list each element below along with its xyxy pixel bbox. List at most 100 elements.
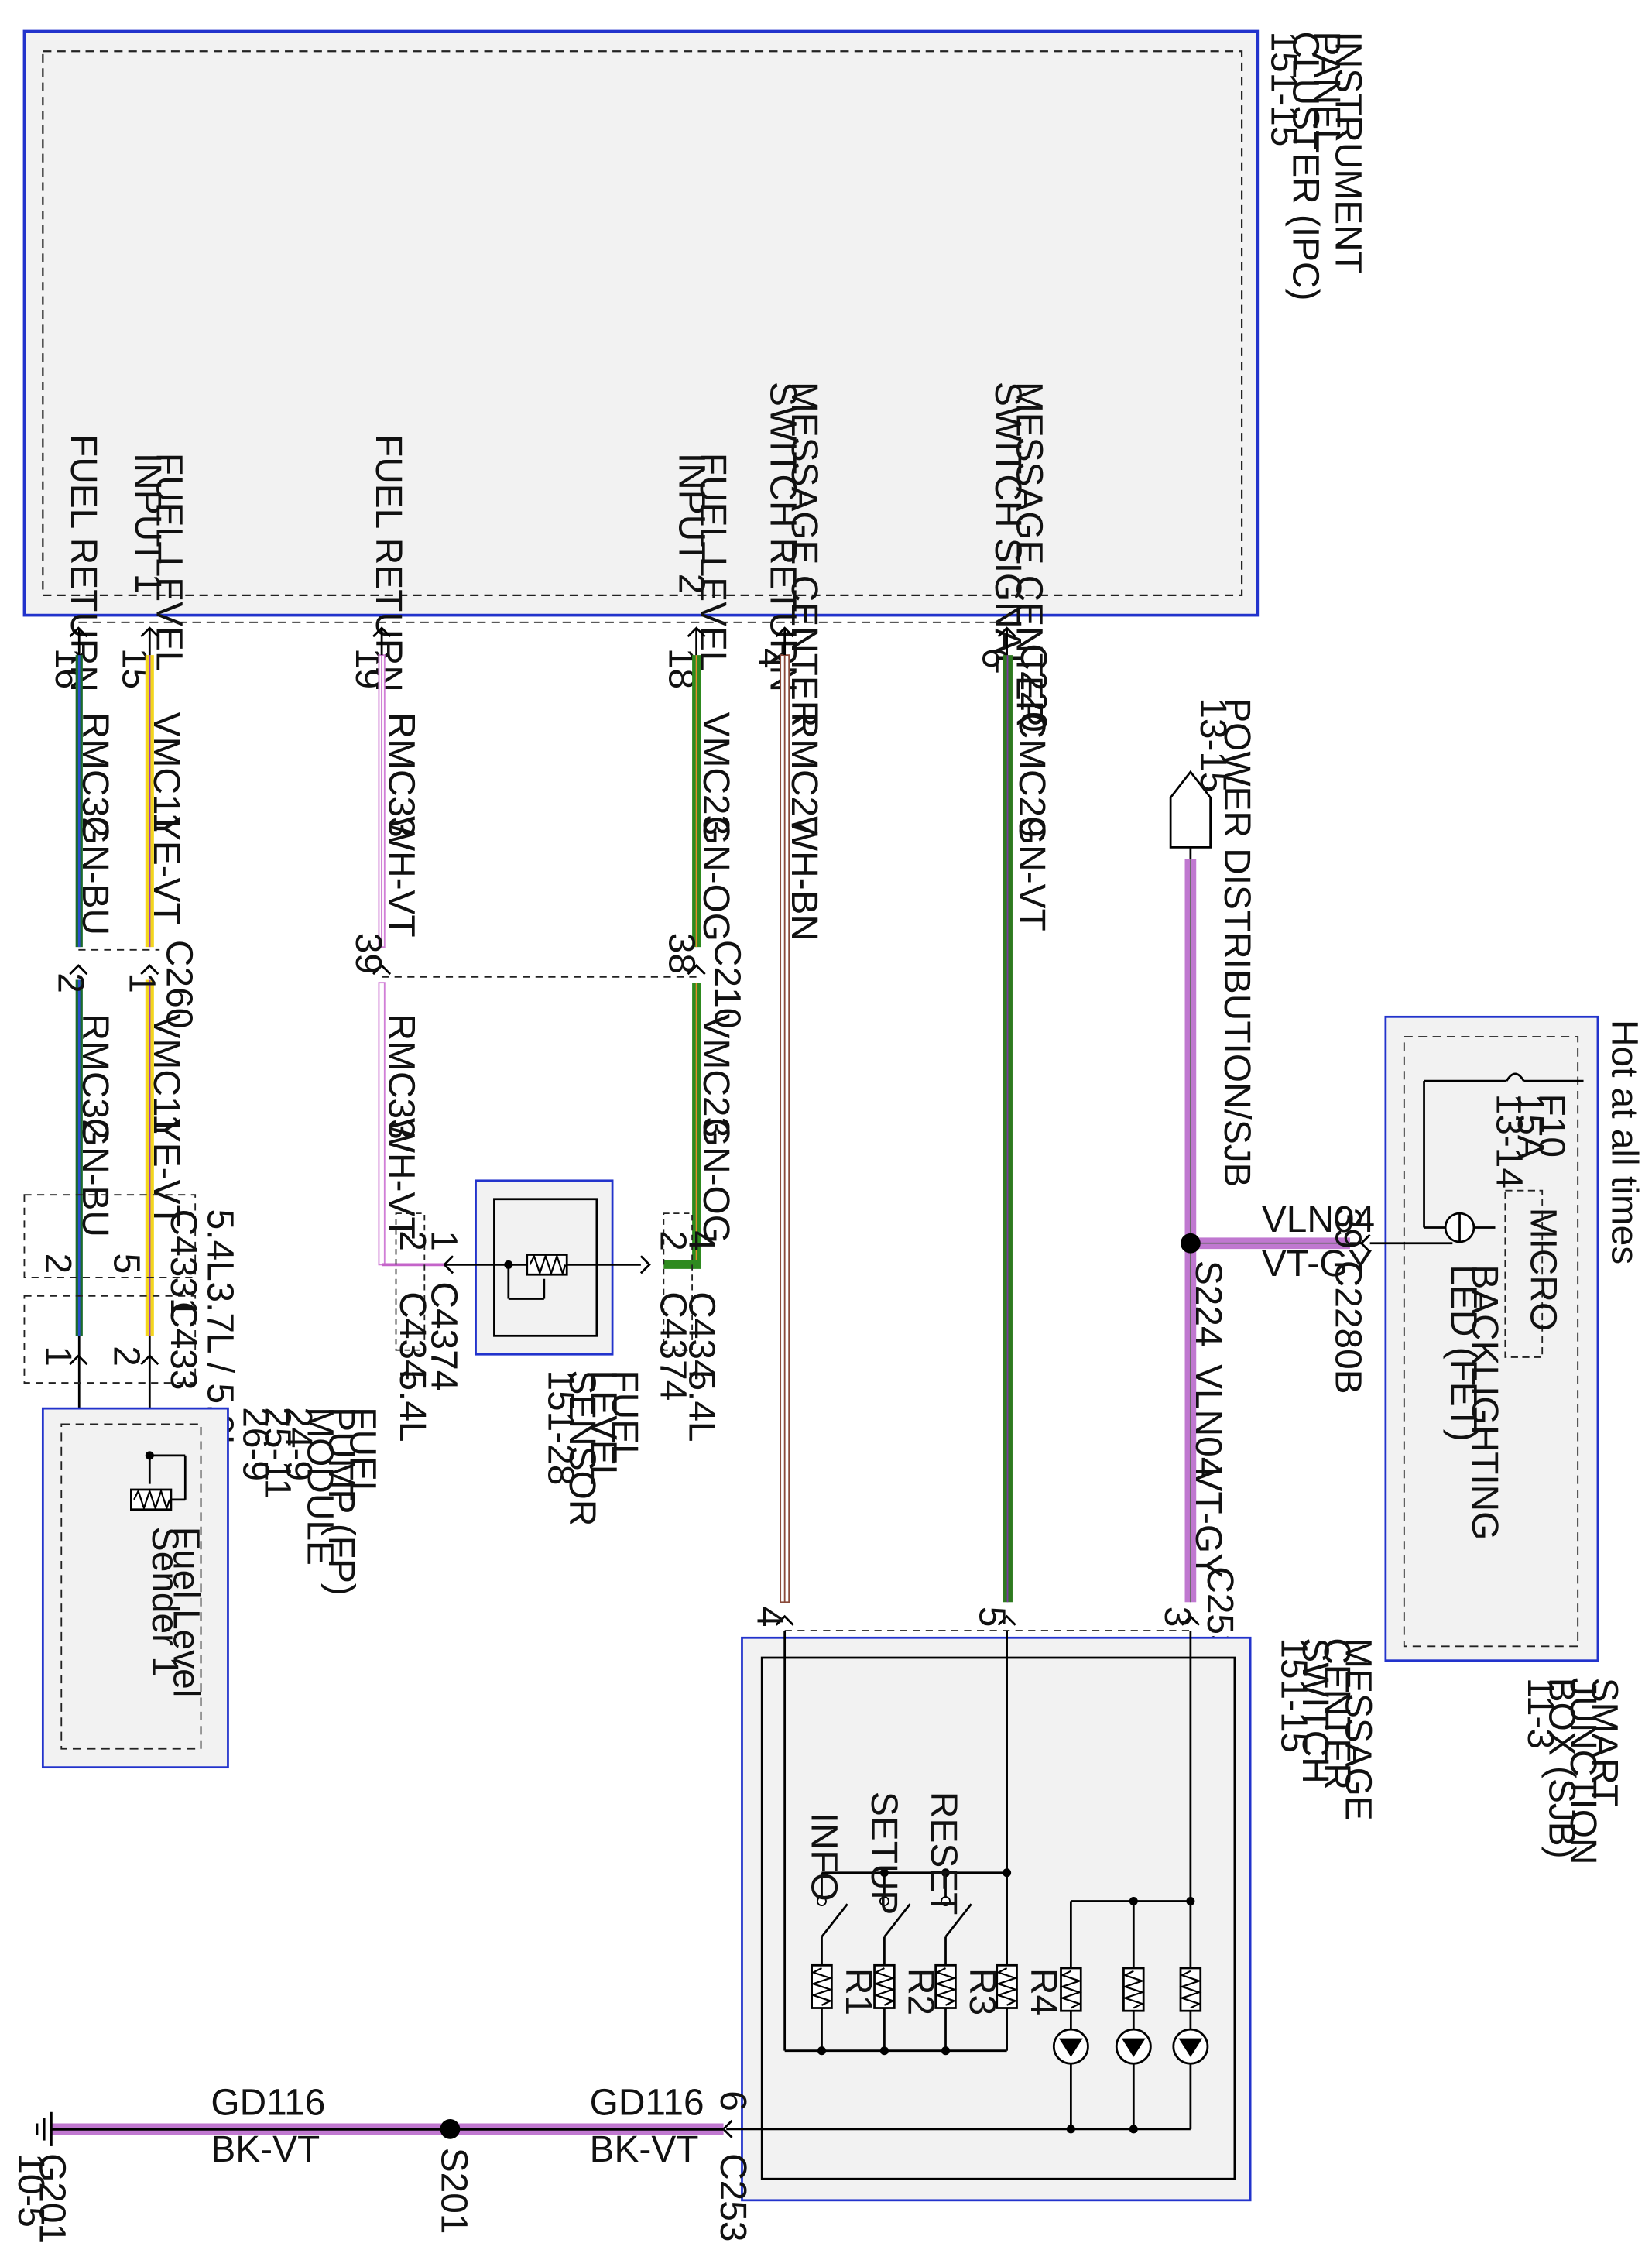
c4331-pin-2: 2 [37,1254,78,1274]
c210-pin-39: 39 [348,933,389,974]
ipc-pin-label-fuel-return-2: FUEL RETURN [368,434,409,692]
vtgy-label-h: VT-GY [1262,1243,1373,1284]
c434-right-box [663,1212,694,1351]
c253-pin-5: 5 [972,1607,1013,1627]
ipc-module: INSTRUMENT PANEL CLUSTER (IPC) 151-15 FU… [22,29,1369,727]
whvt-label-b: WH-VT [380,1118,421,1240]
ipc-pin-label-msg-signal: MESSAGE CENTERSWITCH SIGNAL [987,382,1050,727]
c220-label: C220 [1013,643,1054,732]
vln04-label-h: VLN04 [1262,1199,1375,1240]
wire-gd116 [51,2118,724,2139]
c2280b-label: C2280B [1327,1260,1368,1394]
vmc11-label-a: VMC11 [146,712,187,833]
wire-vmc23 [663,629,701,1269]
btn-info-label: INFO [804,1813,845,1902]
eng-54-a: 5.4L [200,1209,241,1281]
s224-label: S224 [1188,1260,1229,1347]
gd116-label-right: GD116 [590,2082,704,2123]
whvt-label-a: WH-VT [380,816,421,938]
gd116-label-left: GD116 [211,2082,325,2123]
vmc23-label-b: VMC23 [695,1014,736,1137]
wire-rmc27 [780,629,790,1603]
c260-pin-1: 1 [122,972,163,993]
c434-pin-2-left: 2 [392,1230,433,1251]
btn-reset-label: RESET [923,1792,964,1915]
c253-pin-3: 3 [1157,1607,1198,1627]
vmc23-label-a: VMC23 [695,712,736,835]
c260-chevrons [69,964,159,976]
c2280b-pin-39: 39 [1327,1208,1368,1249]
whbn-label: WH-BN [783,816,824,941]
c4374-label-left: C4374 [423,1281,464,1391]
vtgy-label-v: VT-GY [1188,1467,1229,1578]
wire-vln04 [1181,859,1350,1603]
fuel-sender-label: Fuel LevelSender 1 [144,1527,207,1698]
gnog-label-b: GN-OG [695,1118,736,1243]
power-dist-label: POWER DISTRIBUTION/SJB [1216,698,1257,1187]
yevt-label-a: YE-VT [146,816,187,925]
fuel-pump-name: FUELPUMP (FP) MODULE24-9 25-1126-9 [235,1407,383,1606]
ipc-pin-label-fuel-level-input-2: FUEL LEVELINPUT 2 [671,453,734,672]
s224-splice-dot [1181,1233,1201,1254]
ipc-pin-label-msg-return: MESSAGE CENTERSWITCH RETURN [762,382,824,727]
ipc-chevrons [69,626,1016,638]
c434-pin-4: 4 [680,1230,721,1251]
c4331-label: C4331 [163,1209,204,1319]
r3-label: R3 [961,1968,1003,2015]
vmc11-label-b: VMC11 [146,1014,187,1135]
r2-label: R2 [900,1968,941,2015]
c4374-label-right: C4374 [653,1291,694,1401]
gnvt-label: GN-VT [1011,816,1052,931]
sjb-module [1369,1015,1599,1662]
ipc-name: INSTRUMENT PANEL CLUSTER (IPC) 151-15 [1263,31,1369,310]
rmc32-label-a: RMC32 [74,712,115,838]
c4331-pin-5: 5 [105,1254,146,1274]
c253-label-bottom: C253 [712,2153,753,2241]
gnbu-label-a: GN-BU [74,816,115,935]
sjb-micro-label: MICRO [1522,1208,1563,1331]
fuel-sensor-name: FUELLEVEL SENSOR151-28 [540,1370,645,1526]
msg-switch-name: MESSAGECENTER SWITCH151-15 [1273,1638,1379,1820]
c4374-pin-2: 2 [653,1230,694,1251]
power-dist-ref: 13-15 [1192,698,1233,792]
eng-54-right: 5.4L [680,1370,721,1442]
rmc27-label: RMC27 [783,712,824,838]
led-icons [1052,2028,1209,2065]
c210-label: C210 [707,940,748,1028]
wire-rmc33 [378,629,427,1267]
r1-label: R1 [838,1968,879,2015]
bkvt-label-right: BK-VT [590,2129,699,2170]
gnog-label-a: GN-OG [695,816,736,941]
sjb-hot-label: Hot at all times [1603,1020,1644,1264]
c4374-pin-1: 1 [423,1230,464,1251]
yevt-label-b: YE-VT [146,1118,187,1227]
rmc33-label-b: RMC33 [380,1014,421,1140]
c260-label: C260 [158,940,199,1028]
ipc-pin-label-fuel-return-1: FUEL RETURN [63,434,104,692]
bkvt-label-left: BK-VT [211,2129,320,2170]
gnbu-label-b: GN-BU [74,1118,115,1237]
c253-pin-6: 6 [712,2090,753,2111]
c433-chevrons [69,1354,159,1366]
fuel-level-sensor [444,1179,641,1356]
c434-label-left: C434 [392,1291,433,1380]
c210-pin-38: 38 [661,933,702,974]
c253-pin-4: 4 [749,1607,790,1627]
ground-icon [36,2111,53,2146]
c4331-box [23,1194,197,1278]
rmc33-label-a: RMC33 [380,712,421,838]
r4-label: R4 [1023,1968,1064,2015]
sjb-led-label: BACKLIGHTINGLED (FET) [1442,1264,1505,1540]
btn-setup-label: SETUP [863,1792,904,1915]
s201-splice-dot [440,2118,461,2139]
sjb-fuse-label: F1015A13-14 [1488,1094,1571,1188]
message-center-switch [726,1631,1252,2202]
c434-label-right: C434 [680,1291,721,1380]
fuel-pump-module [41,1407,229,1769]
fuse-icon [1506,1072,1525,1082]
c434-left-box [395,1212,426,1351]
vln04-label-v: VLN04 [1188,1364,1229,1477]
led-resistor-icons [1059,1967,1202,2012]
ipc-pin-label-fuel-level-input-1: FUEL LEVELINPUT 1 [127,453,190,672]
c260-pin-2: 2 [50,972,91,993]
